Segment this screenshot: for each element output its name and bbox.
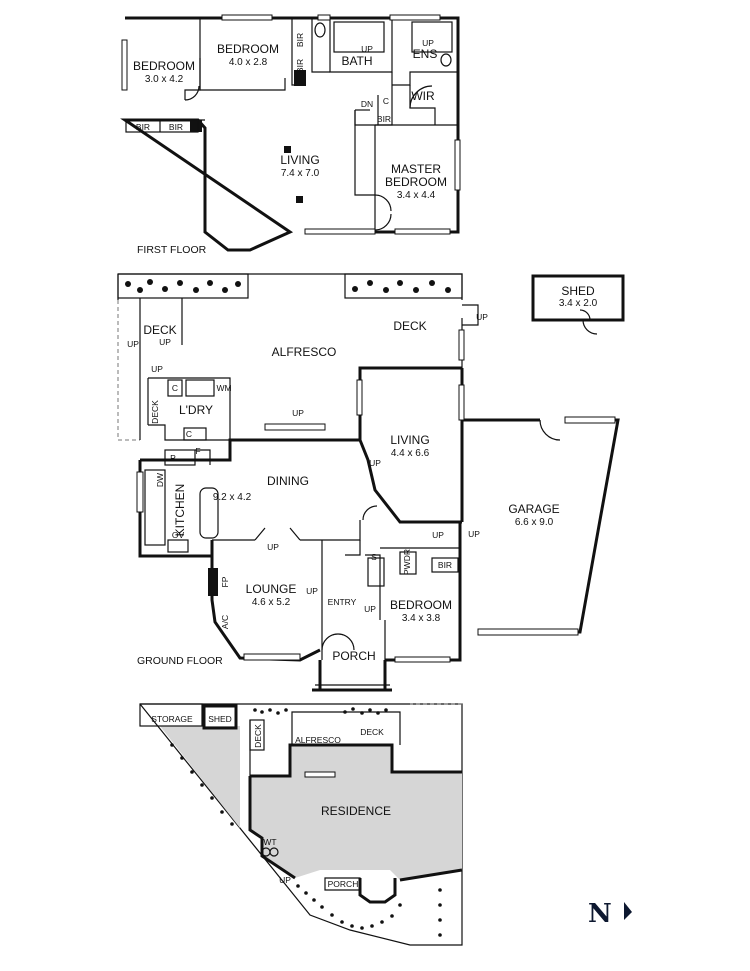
up-label-stairs: UP — [364, 604, 376, 614]
room-bath: BATH — [341, 54, 372, 68]
pantry-label: P — [170, 453, 176, 463]
room-deck-west: DECK — [143, 323, 176, 337]
room-dining-size: 9.2 x 4.2 — [213, 492, 252, 503]
cupboard-label-kitchen: C — [186, 429, 192, 439]
site-up: UP — [279, 875, 291, 885]
room-living-ground: LIVING — [390, 433, 429, 447]
dn-label: DN — [361, 99, 373, 109]
room-bedroom-2-size: 4.0 x 2.8 — [229, 57, 268, 68]
cupboard-label-first: C — [383, 96, 389, 106]
up-label-garage-2: UP — [468, 529, 480, 539]
first-floor-plan — [120, 14, 461, 252]
ground-floor-labels: ALFRESCO DECK DECK DECK LIVING 4.4 x 6.6… — [127, 284, 598, 667]
room-alfresco: ALFRESCO — [272, 345, 337, 359]
room-living-ground-size: 4.4 x 6.6 — [391, 448, 430, 459]
wm-label: WM — [216, 383, 231, 393]
bir-label-2: BIR — [169, 122, 183, 132]
room-master-line-2: BEDROOM — [385, 175, 447, 189]
up-label-deck-2: UP — [159, 337, 171, 347]
room-living-first: LIVING — [280, 153, 319, 167]
room-master-size: 3.4 x 4.4 — [397, 190, 436, 201]
room-lounge-size: 4.6 x 5.2 — [252, 597, 291, 608]
site-deck-west: DECK — [253, 724, 263, 748]
room-deck-side: DECK — [150, 400, 160, 424]
up-label-bath: UP — [361, 44, 373, 54]
up-label-ens: UP — [422, 38, 434, 48]
up-label-deck-east: UP — [476, 312, 488, 322]
first-floor-labels: BEDROOM 3.0 x 4.2 BEDROOM 4.0 x 2.8 LIVI… — [133, 33, 447, 256]
room-shed-size: 3.4 x 2.0 — [559, 298, 598, 309]
first-floor-heading: FIRST FLOOR — [137, 244, 207, 256]
room-bedroom-ground-size: 3.4 x 3.8 — [402, 613, 441, 624]
ov-label: OV — [172, 530, 185, 540]
cupboard-label-laundry: C — [172, 383, 178, 393]
shrub-dots-left — [125, 279, 241, 293]
site-plan — [139, 703, 463, 946]
stairs-s-label: S — [371, 552, 377, 562]
bir-label-4: BIR — [295, 59, 305, 73]
ac-label: A/C — [220, 615, 230, 629]
site-labels: STORAGE SHED DECK DECK ALFRESCO RESIDENC… — [151, 714, 391, 889]
site-storage: STORAGE — [151, 714, 193, 724]
room-porch: PORCH — [332, 649, 375, 663]
room-laundry: L'DRY — [179, 403, 213, 417]
room-garage-size: 6.6 x 9.0 — [515, 517, 554, 528]
site-shed: SHED — [208, 714, 232, 724]
site-porch: PORCH — [328, 879, 359, 889]
room-wir: WIR — [411, 89, 435, 103]
room-lounge: LOUNGE — [246, 582, 297, 596]
room-garage: GARAGE — [508, 502, 559, 516]
room-bedroom-ground: BEDROOM — [390, 598, 452, 612]
up-label-deck-3: UP — [151, 364, 163, 374]
room-bedroom-2: BEDROOM — [217, 42, 279, 56]
up-label-deck-1: UP — [127, 339, 139, 349]
ground-floor-heading: GROUND FLOOR — [137, 655, 223, 667]
north-letter: N — [588, 899, 612, 929]
room-living-first-size: 7.4 x 7.0 — [281, 168, 320, 179]
bir-label-1: BIR — [136, 122, 150, 132]
up-label-entry: UP — [306, 586, 318, 596]
bir-label-master: BIR — [377, 114, 391, 124]
fp-label: FP — [220, 576, 230, 587]
north-arrow: N — [588, 899, 632, 929]
fridge-label: F — [195, 446, 200, 456]
room-dining: DINING — [267, 474, 309, 488]
room-ens: ENS — [413, 47, 438, 61]
up-label-living: UP — [369, 458, 381, 468]
up-label-lounge: UP — [267, 542, 279, 552]
room-shed: SHED — [561, 284, 595, 298]
up-label-garage-1: UP — [432, 530, 444, 540]
bir-label-3: BIR — [295, 33, 305, 47]
site-residence: RESIDENCE — [321, 804, 391, 818]
room-bedroom-1: BEDROOM — [133, 59, 195, 73]
up-label-alfresco: UP — [292, 408, 304, 418]
site-deck-east: DECK — [360, 727, 384, 737]
north-arrow-icon — [624, 902, 632, 920]
room-bedroom-1-size: 3.0 x 4.2 — [145, 74, 184, 85]
shrub-dots-right — [352, 280, 451, 293]
pwdr-label: PWDR — [402, 549, 412, 575]
room-kitchen: KITCHEN — [173, 484, 187, 537]
site-wt: WT — [263, 837, 276, 847]
room-master-line-1: MASTER — [391, 162, 441, 176]
ground-floor-plan — [117, 273, 625, 692]
site-shrubs — [170, 707, 442, 937]
bir-label-ground: BIR — [438, 560, 452, 570]
room-entry: ENTRY — [328, 597, 357, 607]
room-deck-east: DECK — [393, 319, 426, 333]
dw-label: DW — [155, 473, 165, 487]
site-alfresco: ALFRESCO — [295, 735, 341, 745]
